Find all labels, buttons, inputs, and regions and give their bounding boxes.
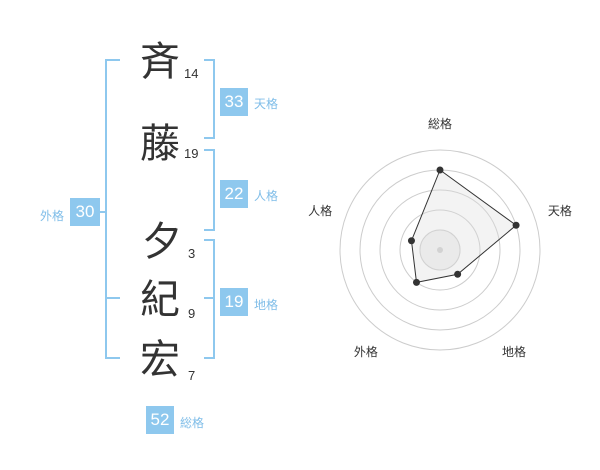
radar-ring-5 xyxy=(339,149,541,351)
radar-ring-2 xyxy=(399,209,481,291)
stroke-count-5: 7 xyxy=(188,368,196,383)
radar-ring-3 xyxy=(379,189,501,311)
gaikaku-bracket xyxy=(105,59,120,359)
tenkaku-bracket xyxy=(204,59,215,139)
stroke-count-2: 19 xyxy=(184,146,199,161)
chikaku-value: 19 xyxy=(220,288,248,316)
tenkaku-value: 33 xyxy=(220,88,248,116)
radar-center-dot xyxy=(437,247,443,253)
name-char-4: 紀 xyxy=(140,277,180,323)
soukaku-label: 総格 xyxy=(180,416,205,430)
chikaku-label: 地格 xyxy=(254,298,279,312)
jinkaku-value: 22 xyxy=(220,180,248,208)
stroke-count-1: 14 xyxy=(184,66,199,81)
tenkaku-label: 天格 xyxy=(254,97,279,111)
gaikaku-value: 30 xyxy=(70,198,100,226)
soukaku-value: 52 xyxy=(146,406,174,434)
name-char-5: 宏 xyxy=(140,337,180,383)
radar-point-1 xyxy=(436,166,444,174)
radar-axis-label-4: 外格 xyxy=(354,344,378,359)
name-char-1: 斉 xyxy=(140,39,180,85)
radar-axis-label-1: 総格 xyxy=(428,116,452,131)
stroke-count-3: 3 xyxy=(188,246,196,261)
jinkaku-label: 人格 xyxy=(254,189,279,203)
radar-polygon xyxy=(410,169,517,283)
radar-point-5 xyxy=(407,237,415,245)
radar-axis-label-5: 人格 xyxy=(308,203,332,218)
name-char-2: 藤 xyxy=(140,121,180,167)
name-char-3: 夕 xyxy=(142,219,182,265)
radar-point-4 xyxy=(412,278,420,286)
stroke-count-4: 9 xyxy=(188,306,196,321)
radar-axis-label-3: 地格 xyxy=(502,344,526,359)
gaikaku-label: 外格 xyxy=(40,209,65,223)
radar-axis-label-2: 天格 xyxy=(548,203,572,218)
radar-point-2 xyxy=(512,221,520,229)
jinkaku-bracket xyxy=(204,149,215,231)
radar-point-3 xyxy=(454,270,462,278)
